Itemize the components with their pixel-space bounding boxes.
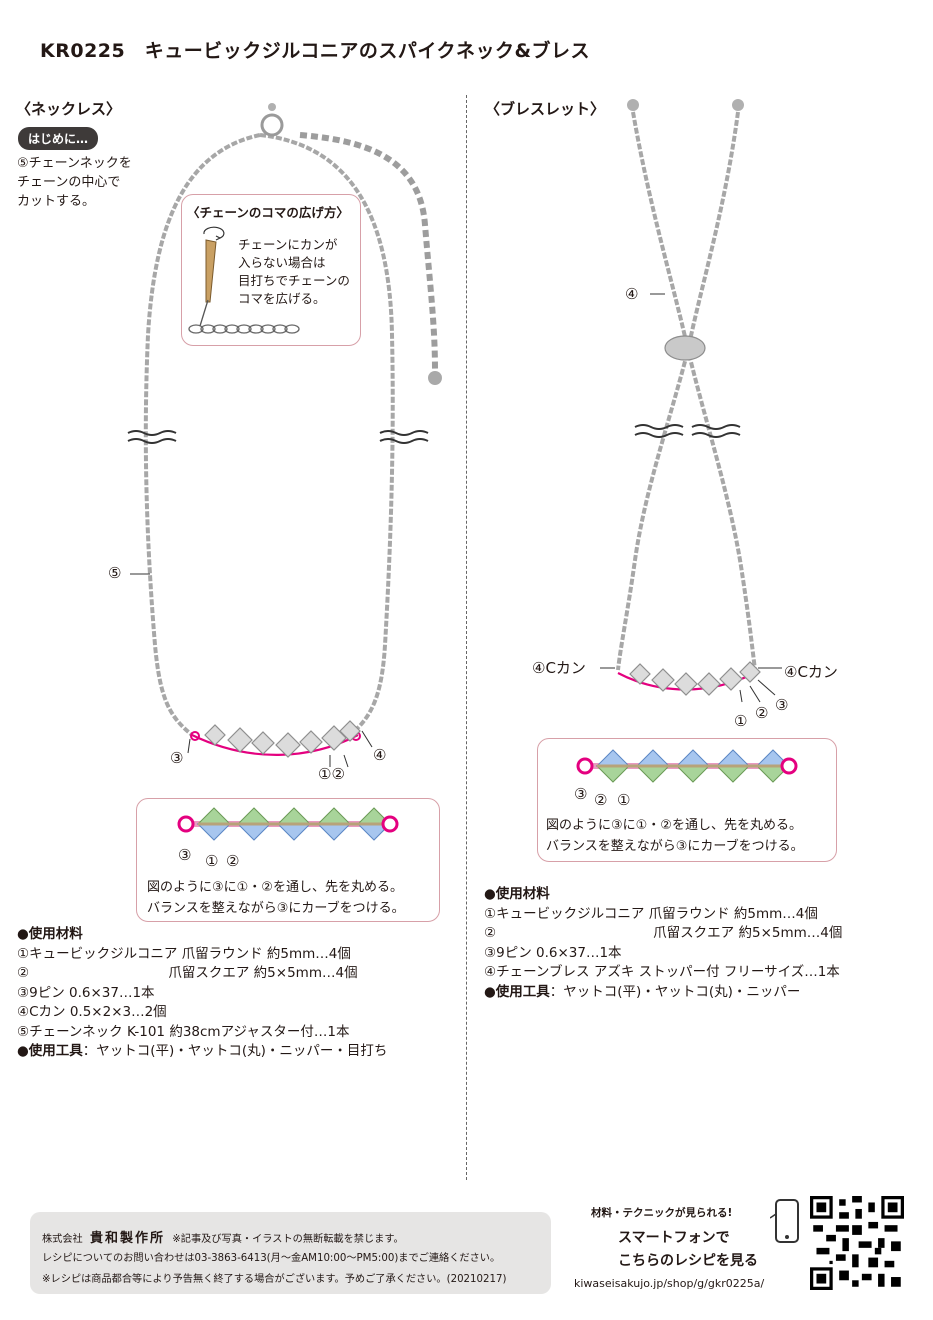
- intro-line: チェーンの中心で: [17, 175, 121, 190]
- material-item: ④Cカン 0.5×2×3…2個: [17, 1004, 167, 1020]
- intro-note: ⑤チェーンネックを チェーンの中心で カットする。: [17, 154, 132, 211]
- bracelet-diagram-label-square: ②: [594, 791, 608, 809]
- intro-line: ⑤チェーンネックを: [17, 156, 132, 171]
- diagram-note-line: 図のように③に①・②を通し、先を丸める。: [147, 880, 403, 895]
- diagram-label-square: ②: [226, 852, 240, 870]
- company-prefix: 株式会社: [42, 1234, 83, 1245]
- awl-icon: [199, 226, 225, 327]
- bracelet-illustration: [600, 99, 782, 703]
- company-logo: 貴和製作所: [90, 1231, 166, 1246]
- necklace-diagram-note: 図のように③に①・②を通し、先を丸める。 バランスを整えながら③にカーブをつける…: [147, 877, 405, 919]
- smartphone-icon: [770, 1199, 799, 1243]
- tools-title: ●使用工具: [17, 1043, 83, 1059]
- mobile-line-1: スマートフォンで: [618, 1230, 730, 1246]
- label-stones: ①②: [318, 765, 345, 783]
- tools-row: ●使用工具：ヤットコ(平)・ヤットコ(丸)・ニッパー・目打ち: [17, 1042, 387, 1062]
- bracelet-diagram-label-round: ①: [617, 791, 631, 809]
- material-item: ①キュービックジルコニア 爪留ラウンド 約5mm…4個: [484, 905, 818, 922]
- tip-line: 目打ちでチェーンの: [238, 273, 350, 288]
- tip-line: 入らない場合は: [238, 255, 326, 270]
- tools-list: ：ヤットコ(平)・ヤットコ(丸)・ニッパー・目打ち: [82, 1043, 388, 1059]
- tools-title: ●使用工具: [484, 983, 550, 1000]
- tip-line: チェーンにカンが: [238, 237, 338, 252]
- footer-contact: レシピについてのお問い合わせは03-3863-6413(月〜金AM10:00〜P…: [42, 1253, 501, 1264]
- copyright-note: ※記事及び写真・イラストの無断転載を禁じます。: [172, 1234, 404, 1245]
- material-item: ③9ピン 0.6×37…1本: [484, 944, 622, 961]
- diagram-note-line: バランスを整えながら③にカーブをつける。: [147, 901, 405, 916]
- tools-list: ：ヤットコ(平)・ヤットコ(丸)・ニッパー: [549, 983, 801, 1000]
- diagram-label-9pin: ③: [178, 846, 192, 864]
- label-c-ring: ④: [373, 746, 387, 764]
- footer-panel: [30, 1212, 551, 1294]
- bracelet-label-chain: ④: [625, 285, 639, 303]
- bracelet-diagram-note: 図のように③に①・②を通し、先を丸める。 バランスを整えながら③にカーブをつける…: [546, 815, 804, 857]
- material-item: ①キュービックジルコニア 爪留ラウンド 約5mm…4個: [17, 945, 351, 962]
- necklace-materials: ●使用材料 ①キュービックジルコニア 爪留ラウンド 約5mm…4個 ② 爪留スク…: [17, 925, 387, 1062]
- bracelet-label-round: ①: [734, 712, 748, 730]
- label-9pin: ③: [170, 749, 184, 767]
- chain-tip-text: チェーンにカンが 入らない場合は 目打ちでチェーンの コマを広げる。: [238, 236, 350, 308]
- footer-notice: ※レシピは商品都合等により予告無く終了する場合がございます。予めご了承ください。…: [42, 1274, 507, 1285]
- bracelet-heading: 〈ブレスレット〉: [485, 100, 606, 118]
- materials-title: ●使用材料: [484, 886, 550, 902]
- necklace-heading: 〈ネックレス〉: [16, 100, 122, 118]
- bracelet-diagram-label-9pin: ③: [574, 785, 588, 803]
- column-divider: [466, 95, 467, 1180]
- footer-company-row: 株式会社 貴和製作所 ※記事及び写真・イラストの無断転載を禁じます。: [42, 1227, 404, 1246]
- intro-line: カットする。: [17, 194, 96, 209]
- label-chain: ⑤: [108, 564, 122, 582]
- bracelet-label-9pin: ③: [775, 696, 789, 714]
- diagram-label-round: ①: [205, 852, 219, 870]
- material-item: ② 爪留スクエア 約5×5mm…4個: [484, 925, 843, 941]
- mobile-bubble: 材料・テクニックが見られる!: [591, 1207, 733, 1219]
- stone-layout-diagram: [177, 807, 399, 841]
- material-item: ⑤チェーンネック K-101 約38cmアジャスター付…1本: [17, 1023, 350, 1040]
- material-item: ④チェーンブレス アズキ ストッパー付 フリーサイズ…1本: [484, 964, 840, 980]
- intro-badge: はじめに…: [18, 127, 99, 150]
- chain-tip-title: 〈チェーンのコマの広げ方〉: [187, 205, 349, 220]
- materials-title: ●使用材料: [17, 926, 83, 942]
- diagram-note-line: 図のように③に①・②を通し、先を丸める。: [546, 818, 802, 833]
- tools-row: ●使用工具：ヤットコ(平)・ヤットコ(丸)・ニッパー: [484, 983, 842, 1003]
- recipe-url[interactable]: kiwaseisakujo.jp/shop/g/gkr0225a/: [574, 1277, 765, 1290]
- page-title: KR0225 キュービックジルコニアのスパイクネック&ブレス: [40, 40, 591, 62]
- material-item: ③9ピン 0.6×37…1本: [17, 984, 155, 1001]
- material-item: ② 爪留スクエア 約5×5mm…4個: [17, 965, 358, 981]
- mobile-line-2: こちらのレシピを見る: [618, 1253, 758, 1269]
- bracelet-stone-layout-diagram: [576, 749, 798, 783]
- bracelet-label-c-ring-left: ④Cカン: [532, 659, 586, 677]
- bracelet-label-square: ②: [755, 704, 769, 722]
- necklace-illustration: [127, 103, 442, 768]
- bracelet-label-c-ring-right: ④Cカン: [784, 663, 838, 681]
- tip-line: コマを広げる。: [238, 291, 326, 306]
- bracelet-materials: ●使用材料 ①キュービックジルコニア 爪留ラウンド 約5mm…4個 ② 爪留スク…: [484, 885, 842, 1002]
- chain-links-icon: [188, 324, 300, 334]
- diagram-note-line: バランスを整えながら③にカーブをつける。: [546, 839, 804, 854]
- qr-code-icon[interactable]: [810, 1196, 904, 1290]
